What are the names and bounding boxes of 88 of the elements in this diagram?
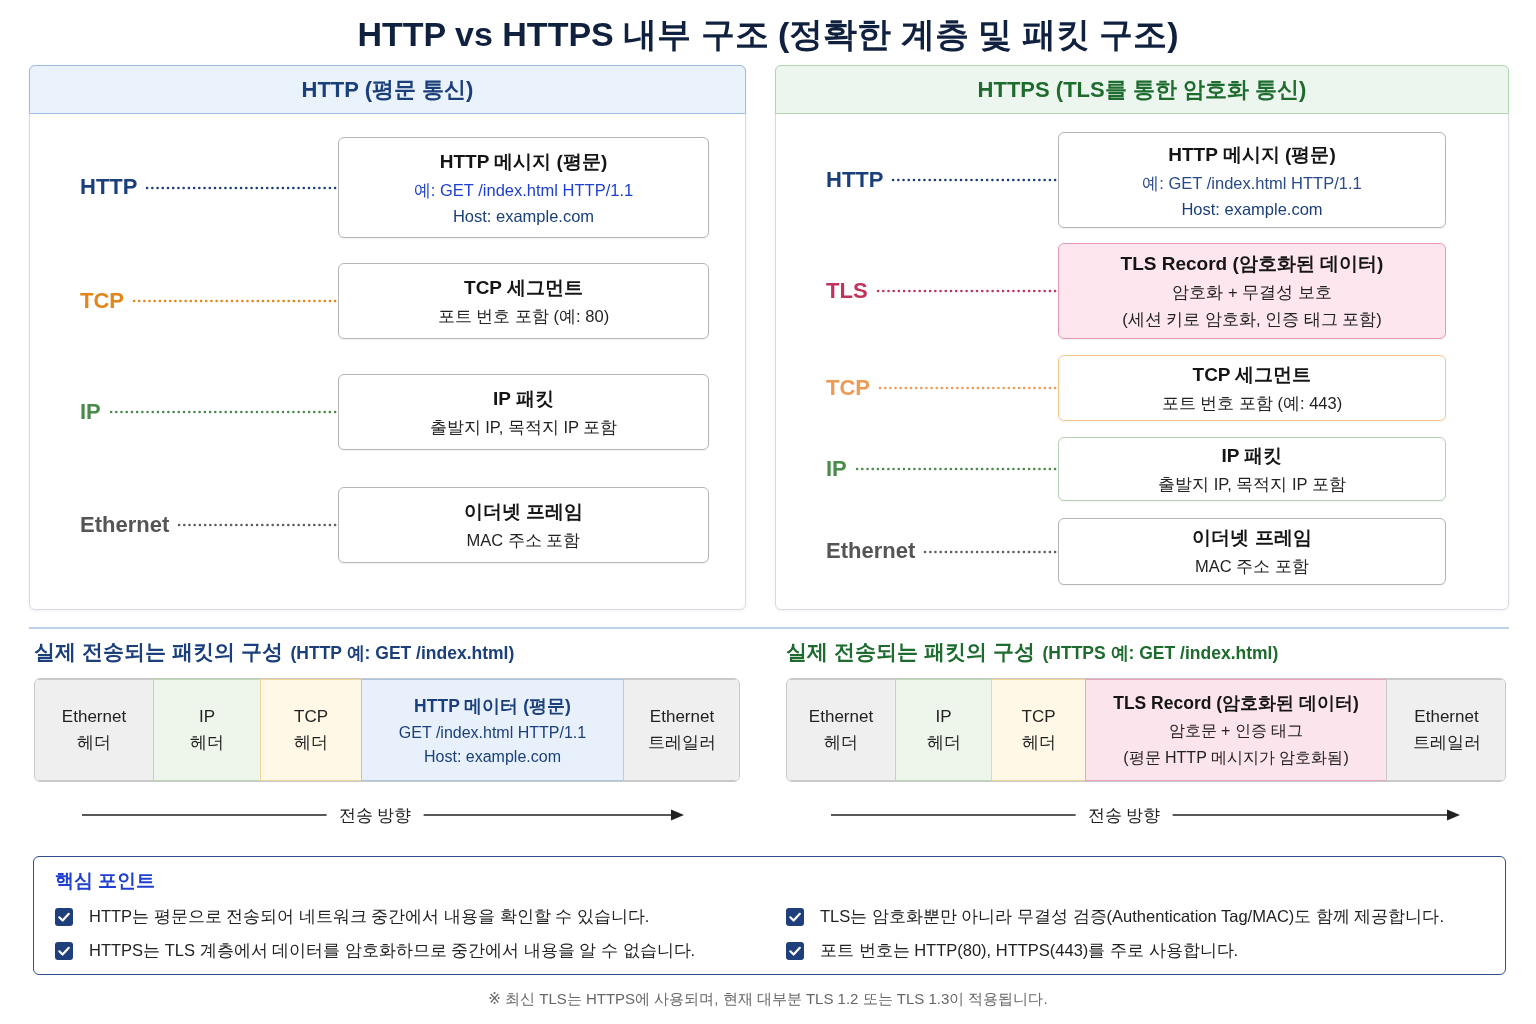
box-text: 출발지 IP, 목적지 IP 포함	[1158, 473, 1346, 495]
box-text: 예: GET /index.html HTTP/1.1	[1142, 172, 1362, 194]
dotted-line	[891, 178, 1057, 182]
layer-label: IP	[826, 456, 847, 482]
list-item: TLS는 암호화뿐만 아니라 무결성 검증(Authentication Tag/MAC)도 함께 제공합니다.	[820, 906, 1445, 927]
box-text: 예: GET /index.html HTTP/1.1	[413, 180, 634, 201]
box-text: 암호화 + 무결성 보호	[1172, 282, 1332, 303]
field-text: (평문 HTTP 메시지가 암호화됨)	[1123, 748, 1349, 768]
list-item: HTTP는 평문으로 전송되어 네트워크 중간에서 내용을 확인할 수 있습니다.	[89, 906, 650, 927]
dotted-line	[876, 289, 1057, 293]
layer-box	[338, 263, 709, 339]
layer-label: HTTP	[80, 174, 138, 200]
footnote: ※ 최신 TLS는 HTTPS에 사용되며, 현재 대부분 TLS 1.2 또는 TLS 1.3이 적용됩니다.	[488, 990, 1048, 1009]
key-points-box	[33, 856, 1506, 975]
field-title: TLS Record (암호화된 데이터)	[1113, 692, 1359, 715]
panel-title: HTTP (평문 통신)	[301, 75, 474, 104]
dotted-line	[878, 386, 1057, 390]
list-item: 포트 번호는 HTTP(80), HTTPS(443)를 주로 사용합니다.	[820, 940, 1239, 961]
field-label: Ethernet 트레일러	[648, 705, 716, 754]
box-title: TCP 세그먼트	[464, 275, 583, 300]
packet-field	[623, 679, 739, 781]
field-text: GET /index.html HTTP/1.1	[398, 724, 587, 742]
box-title: 이더넷 프레임	[463, 499, 584, 524]
layer-label: HTTP	[826, 167, 884, 193]
dotted-line	[177, 523, 337, 527]
field-title: HTTP 메이터 (평문)	[414, 695, 571, 718]
section-heading: 실제 전송되는 패킷의 구성	[786, 639, 1035, 665]
dotted-line	[855, 467, 1057, 471]
section-heading: 실제 전송되는 패킷의 구성	[34, 639, 283, 665]
layer-box	[338, 137, 709, 238]
box-title: TLS Record (암호화된 데이터)	[1120, 252, 1384, 276]
box-text: 출발지 IP, 목적지 IP 포함	[429, 416, 618, 438]
box-text: (세션 키로 암호화, 인증 태그 포함)	[1122, 309, 1382, 330]
box-text: Host: example.com	[452, 207, 595, 226]
packet-field	[260, 679, 362, 781]
dotted-line	[923, 550, 1057, 554]
dotted-line	[109, 410, 337, 414]
page-title: HTTP vs HTTPS 내부 구조 (정확한 계층 및 패킷 구조)	[357, 14, 1179, 55]
packet-field	[153, 679, 261, 781]
field-label: TCP 헤더	[294, 705, 328, 754]
section-subheading: (HTTP 예: GET /index.html)	[290, 642, 515, 665]
panel-title: HTTPS (TLS를 통한 암호화 통신)	[977, 75, 1307, 104]
box-title: 이더넷 프레임	[1192, 526, 1312, 550]
box-title: IP 패킷	[493, 386, 554, 411]
box-text: MAC 주소 포함	[1195, 556, 1309, 577]
layer-box	[1058, 437, 1446, 501]
packet-field	[361, 679, 624, 781]
box-title: IP 패킷	[1221, 443, 1283, 468]
section-subheading: (HTTPS 예: GET /index.html)	[1042, 642, 1279, 665]
layer-label: Ethernet	[80, 512, 170, 538]
box-text: Host: example.com	[1181, 199, 1323, 219]
field-label: Ethernet 트레일러	[1412, 705, 1481, 754]
field-label: IP 헤더	[926, 705, 961, 754]
box-title: TCP 세그먼트	[1192, 362, 1312, 387]
packet-field	[35, 679, 154, 781]
panel	[29, 65, 746, 610]
packet-field	[1085, 679, 1387, 781]
layer-label: TCP	[826, 375, 870, 401]
field-label: IP 헤더	[190, 705, 224, 754]
layer-label: TLS	[826, 278, 868, 304]
layer-box	[1058, 132, 1446, 228]
layer-label: TCP	[80, 288, 124, 314]
field-label: Ethernet 헤더	[808, 705, 874, 754]
layer-box	[1058, 355, 1446, 421]
packet-field	[895, 679, 992, 781]
layer-label: IP	[80, 399, 101, 425]
field-text: 암호문 + 인증 태그	[1168, 721, 1304, 741]
packet-field	[991, 679, 1086, 781]
box-text: 포트 번호 포함 (예: 80)	[437, 305, 610, 327]
list-item: HTTPS는 TLS 계층에서 데이터를 암호화하므로 중간에서 내용을 알 수 없습니다.	[89, 940, 696, 961]
box-title: HTTP 메시지 (평문)	[1168, 142, 1336, 167]
box-text: 포트 번호 포함 (예: 443)	[1161, 392, 1343, 414]
box-text: MAC 주소 포함	[466, 529, 581, 551]
dotted-line	[132, 299, 337, 303]
layer-label: Ethernet	[826, 538, 916, 564]
layer-box	[338, 487, 709, 563]
field-text: Host: example.com	[424, 748, 561, 766]
layer-box	[1058, 243, 1446, 339]
box-title: HTTP 메시지 (평문)	[439, 150, 608, 174]
packet-field	[787, 679, 896, 781]
box-heading: 핵심 포인트	[55, 869, 156, 893]
panel	[775, 65, 1509, 610]
layer-box	[1058, 518, 1446, 585]
packet-field	[1386, 679, 1505, 781]
field-label: TCP 헤더	[1021, 705, 1056, 754]
layer-box	[338, 374, 709, 450]
field-label: Ethernet 헤더	[61, 705, 127, 754]
dotted-line	[145, 186, 337, 190]
